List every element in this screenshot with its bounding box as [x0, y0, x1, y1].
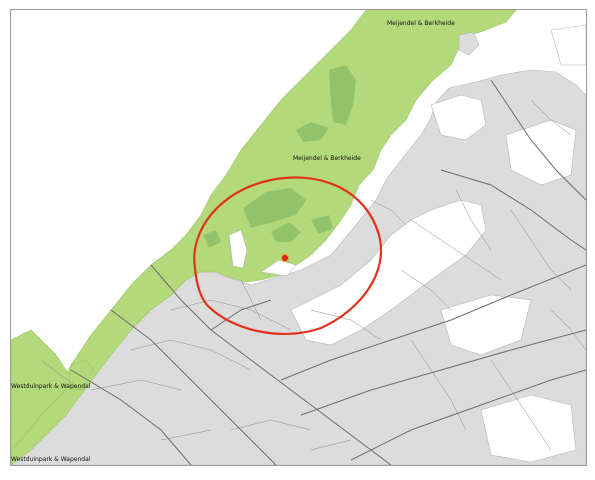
forest-patch: [296, 122, 329, 142]
forest-patch: [311, 215, 333, 234]
dune-clearing: [228, 229, 248, 269]
map-view[interactable]: Meijendel & Berkheide Meijendel & Berkhe…: [10, 9, 587, 466]
place-label-westduinpark: Westduinpark & Wapendal: [11, 383, 91, 390]
urban-open-space: [440, 294, 532, 356]
major-roads: [70, 79, 586, 465]
urban-open-space: [480, 394, 577, 463]
location-dot-icon[interactable]: [280, 253, 290, 263]
forest-patch: [329, 65, 356, 125]
minor-roads: [40, 99, 586, 451]
urban-open-space: [430, 94, 487, 141]
place-label-westduinpark: Westduinpark & Wapendal: [11, 456, 91, 463]
dune-area-meijendel: [11, 10, 517, 465]
dune-clearing: [458, 31, 480, 56]
map-canvas[interactable]: [11, 10, 586, 465]
dune-area-westduinpark: [11, 329, 74, 451]
place-label-meijendel: Meijendel & Berkheide: [293, 155, 361, 162]
survey-circle[interactable]: [193, 176, 383, 335]
forest-patch: [243, 188, 306, 228]
place-label-meijendel: Meijendel & Berkheide: [387, 20, 455, 27]
forest-patch: [271, 222, 301, 242]
urban-open-space: [550, 24, 586, 66]
forest-patch: [203, 230, 221, 248]
dune-clearing: [260, 259, 297, 277]
